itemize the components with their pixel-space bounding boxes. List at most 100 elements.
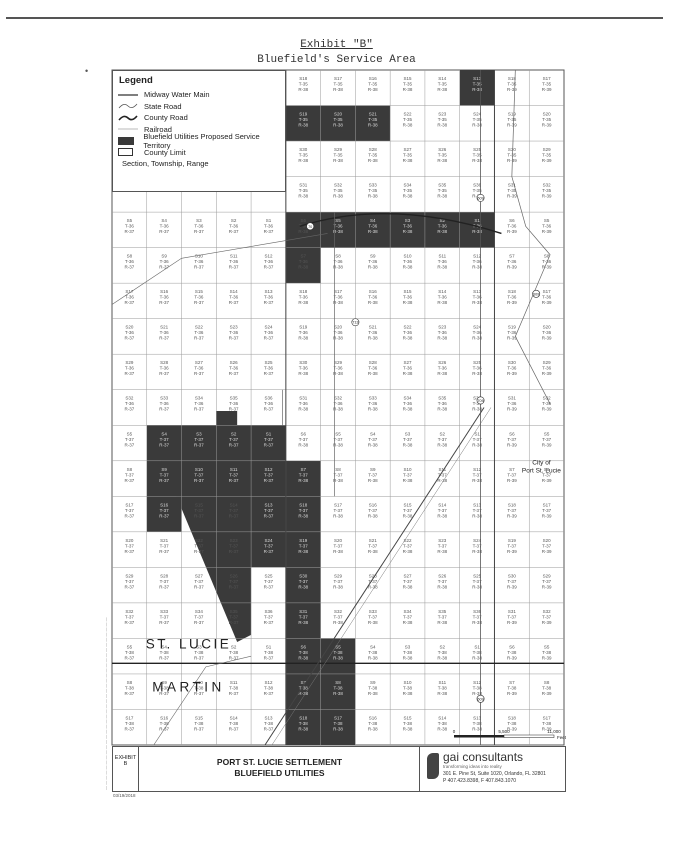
- township-label: T-37: [438, 437, 448, 442]
- range-label: R-37: [159, 300, 169, 305]
- range-label: R-37: [194, 691, 204, 696]
- section-label: S36: [473, 183, 482, 188]
- township-label: T-36: [125, 366, 135, 371]
- range-label: R-38: [298, 549, 308, 554]
- township-label: T-36: [368, 259, 378, 264]
- range-label: R-38: [368, 87, 378, 92]
- range-label: R-39: [507, 300, 517, 305]
- township-label: T-36: [438, 224, 448, 229]
- road-badge-label: 609: [477, 697, 483, 701]
- section-label: S11: [230, 254, 238, 259]
- section-label: S32: [334, 609, 343, 614]
- section-label: S18: [299, 502, 308, 507]
- section-label: S31: [508, 609, 517, 614]
- township-label: T-36: [194, 259, 204, 264]
- range-label: R-38: [368, 300, 378, 305]
- range-label: R-38: [368, 726, 378, 731]
- section-label: S7: [300, 467, 306, 472]
- section-label: S8: [127, 254, 133, 259]
- range-label: R-38: [403, 158, 413, 163]
- range-label: R-39: [542, 87, 552, 92]
- section-label: S35: [438, 609, 447, 614]
- township-label: T-38: [194, 721, 204, 726]
- township-label: T-37: [403, 543, 413, 548]
- range-label: R-37: [159, 549, 169, 554]
- company-address: 301 E. Pine St, Suite 1020, Orlando, FL …: [443, 771, 546, 784]
- range-label: R-37: [159, 407, 169, 412]
- legend-state-road-icon: [118, 101, 140, 111]
- section-label: S33: [369, 396, 378, 401]
- section-label: S1: [474, 218, 480, 223]
- section-label: S16: [369, 76, 378, 81]
- township-label: T-38: [333, 721, 343, 726]
- range-label: R-38: [298, 513, 308, 518]
- township-label: T-37: [368, 543, 378, 548]
- section-label: S19: [299, 325, 308, 330]
- township-label: T-37: [160, 614, 170, 619]
- legend-item-label: Bluefield Utilities Proposed Service Ter…: [143, 131, 260, 150]
- section-label: S17: [543, 502, 552, 507]
- legend-item: Section, Township, Range: [113, 158, 285, 170]
- section-label: S14: [438, 76, 447, 81]
- range-label: R-37: [125, 620, 135, 625]
- range-label: R-38: [437, 513, 447, 518]
- range-label: R-38: [298, 478, 308, 483]
- section-label: S23: [230, 538, 239, 543]
- section-label: S2: [231, 644, 237, 649]
- township-label: T-38: [438, 721, 448, 726]
- section-label: S19: [299, 538, 308, 543]
- exhibit-label: EXHIBIT: [114, 755, 137, 761]
- range-label: R-37: [229, 620, 239, 625]
- township-label: T-36: [368, 366, 378, 371]
- township-label: T-35: [333, 82, 343, 87]
- title-cell: PORT ST. LUCIE SETTLEMENT BLUEFIELD UTIL…: [140, 747, 420, 791]
- section-label: S15: [404, 289, 413, 294]
- township-label: T-37: [542, 437, 552, 442]
- section-label: S10: [195, 467, 204, 472]
- township-label: T-37: [160, 437, 170, 442]
- territory-block: [355, 105, 391, 142]
- section-label: S4: [161, 218, 167, 223]
- exhibit-title: Exhibit "B": [300, 39, 373, 51]
- section-label: S13: [264, 502, 273, 507]
- section-label: S29: [125, 573, 134, 578]
- range-label: R-38: [437, 265, 447, 270]
- range-label: R-38: [333, 691, 343, 696]
- range-label: R-37: [159, 584, 169, 589]
- company-logo-icon: [427, 753, 439, 779]
- township-label: T-38: [403, 685, 413, 690]
- range-label: R-39: [542, 229, 552, 234]
- road-badge-label: 609: [477, 196, 483, 200]
- range-label: R-39: [507, 549, 517, 554]
- section-label: S15: [404, 76, 413, 81]
- township-label: T-38: [299, 685, 309, 690]
- section-label: S17: [334, 76, 343, 81]
- section-label: S12: [473, 680, 482, 685]
- section-label: S5: [544, 431, 550, 436]
- range-label: R-38: [437, 584, 447, 589]
- township-label: T-36: [194, 401, 204, 406]
- range-label: R-38: [437, 407, 447, 412]
- township-label: T-38: [194, 685, 204, 690]
- range-label: R-38: [333, 336, 343, 341]
- township-label: T-37: [125, 579, 135, 584]
- range-label: R-38: [472, 229, 482, 234]
- range-label: R-38: [368, 655, 378, 660]
- range-label: R-38: [403, 407, 413, 412]
- township-label: T-36: [438, 366, 448, 371]
- range-label: R-37: [264, 336, 274, 341]
- township-label: T-37: [403, 437, 413, 442]
- township-label: T-36: [333, 295, 343, 300]
- range-label: R-38: [298, 620, 308, 625]
- range-label: R-38: [403, 478, 413, 483]
- section-label: S21: [160, 538, 169, 543]
- township-label: T-36: [264, 330, 274, 335]
- section-label: S12: [264, 254, 273, 259]
- township-label: T-38: [299, 650, 309, 655]
- township-label: T-36: [264, 224, 274, 229]
- township-label: T-37: [333, 614, 343, 619]
- territory-block: [285, 105, 321, 142]
- range-label: R-37: [264, 726, 274, 731]
- township-label: T-38: [542, 721, 552, 726]
- section-label: S31: [299, 609, 308, 614]
